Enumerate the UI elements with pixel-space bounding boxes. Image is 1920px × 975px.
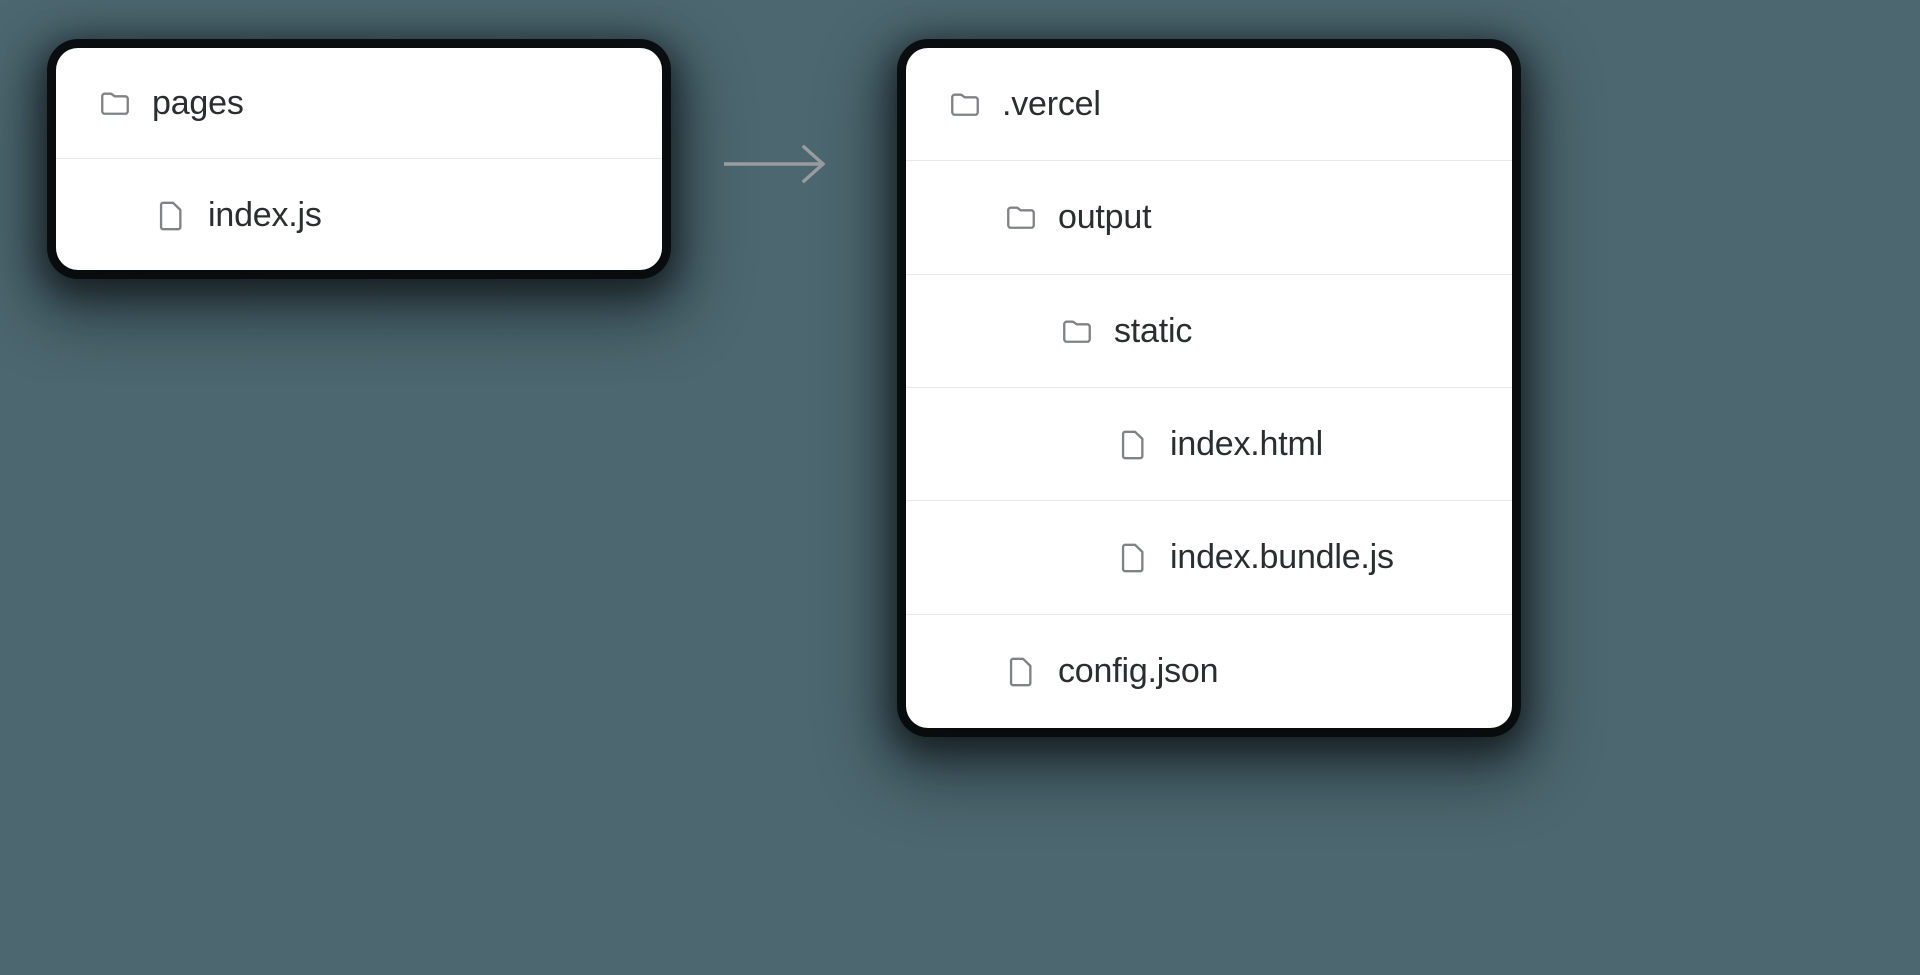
file-tree-row-label: index.js (208, 195, 322, 234)
file-tree-row[interactable]: .vercel (906, 48, 1512, 162)
file-tree-row[interactable]: output (906, 161, 1512, 275)
file-icon (1116, 427, 1150, 461)
file-tree-row-label: index.html (1170, 425, 1323, 464)
file-tree-row[interactable]: index.js (56, 159, 662, 270)
file-tree-row-label: pages (152, 84, 244, 122)
file-tree-row[interactable]: static (906, 275, 1512, 388)
folder-icon (1004, 200, 1038, 234)
file-tree-row[interactable]: pages (56, 48, 662, 159)
file-icon (154, 198, 188, 232)
file-tree-row-label: config.json (1058, 652, 1219, 691)
file-tree-row[interactable]: config.json (906, 615, 1512, 728)
source-file-tree-card: pages index.js (56, 48, 662, 270)
file-tree-row[interactable]: index.html (906, 388, 1512, 502)
file-tree-row-label: .vercel (1002, 85, 1101, 124)
arrow-right-icon (722, 140, 832, 188)
file-icon (1116, 540, 1150, 574)
file-tree-row[interactable]: index.bundle.js (906, 501, 1512, 615)
build-output-file-tree-card: .vercel output static index.html index.b… (906, 48, 1512, 728)
folder-icon (948, 87, 982, 121)
folder-icon (98, 86, 132, 120)
folder-icon (1060, 314, 1094, 348)
file-icon (1004, 654, 1038, 688)
file-tree-row-label: static (1114, 311, 1193, 350)
file-tree-row-label: index.bundle.js (1170, 538, 1394, 577)
file-tree-row-label: output (1058, 198, 1152, 237)
